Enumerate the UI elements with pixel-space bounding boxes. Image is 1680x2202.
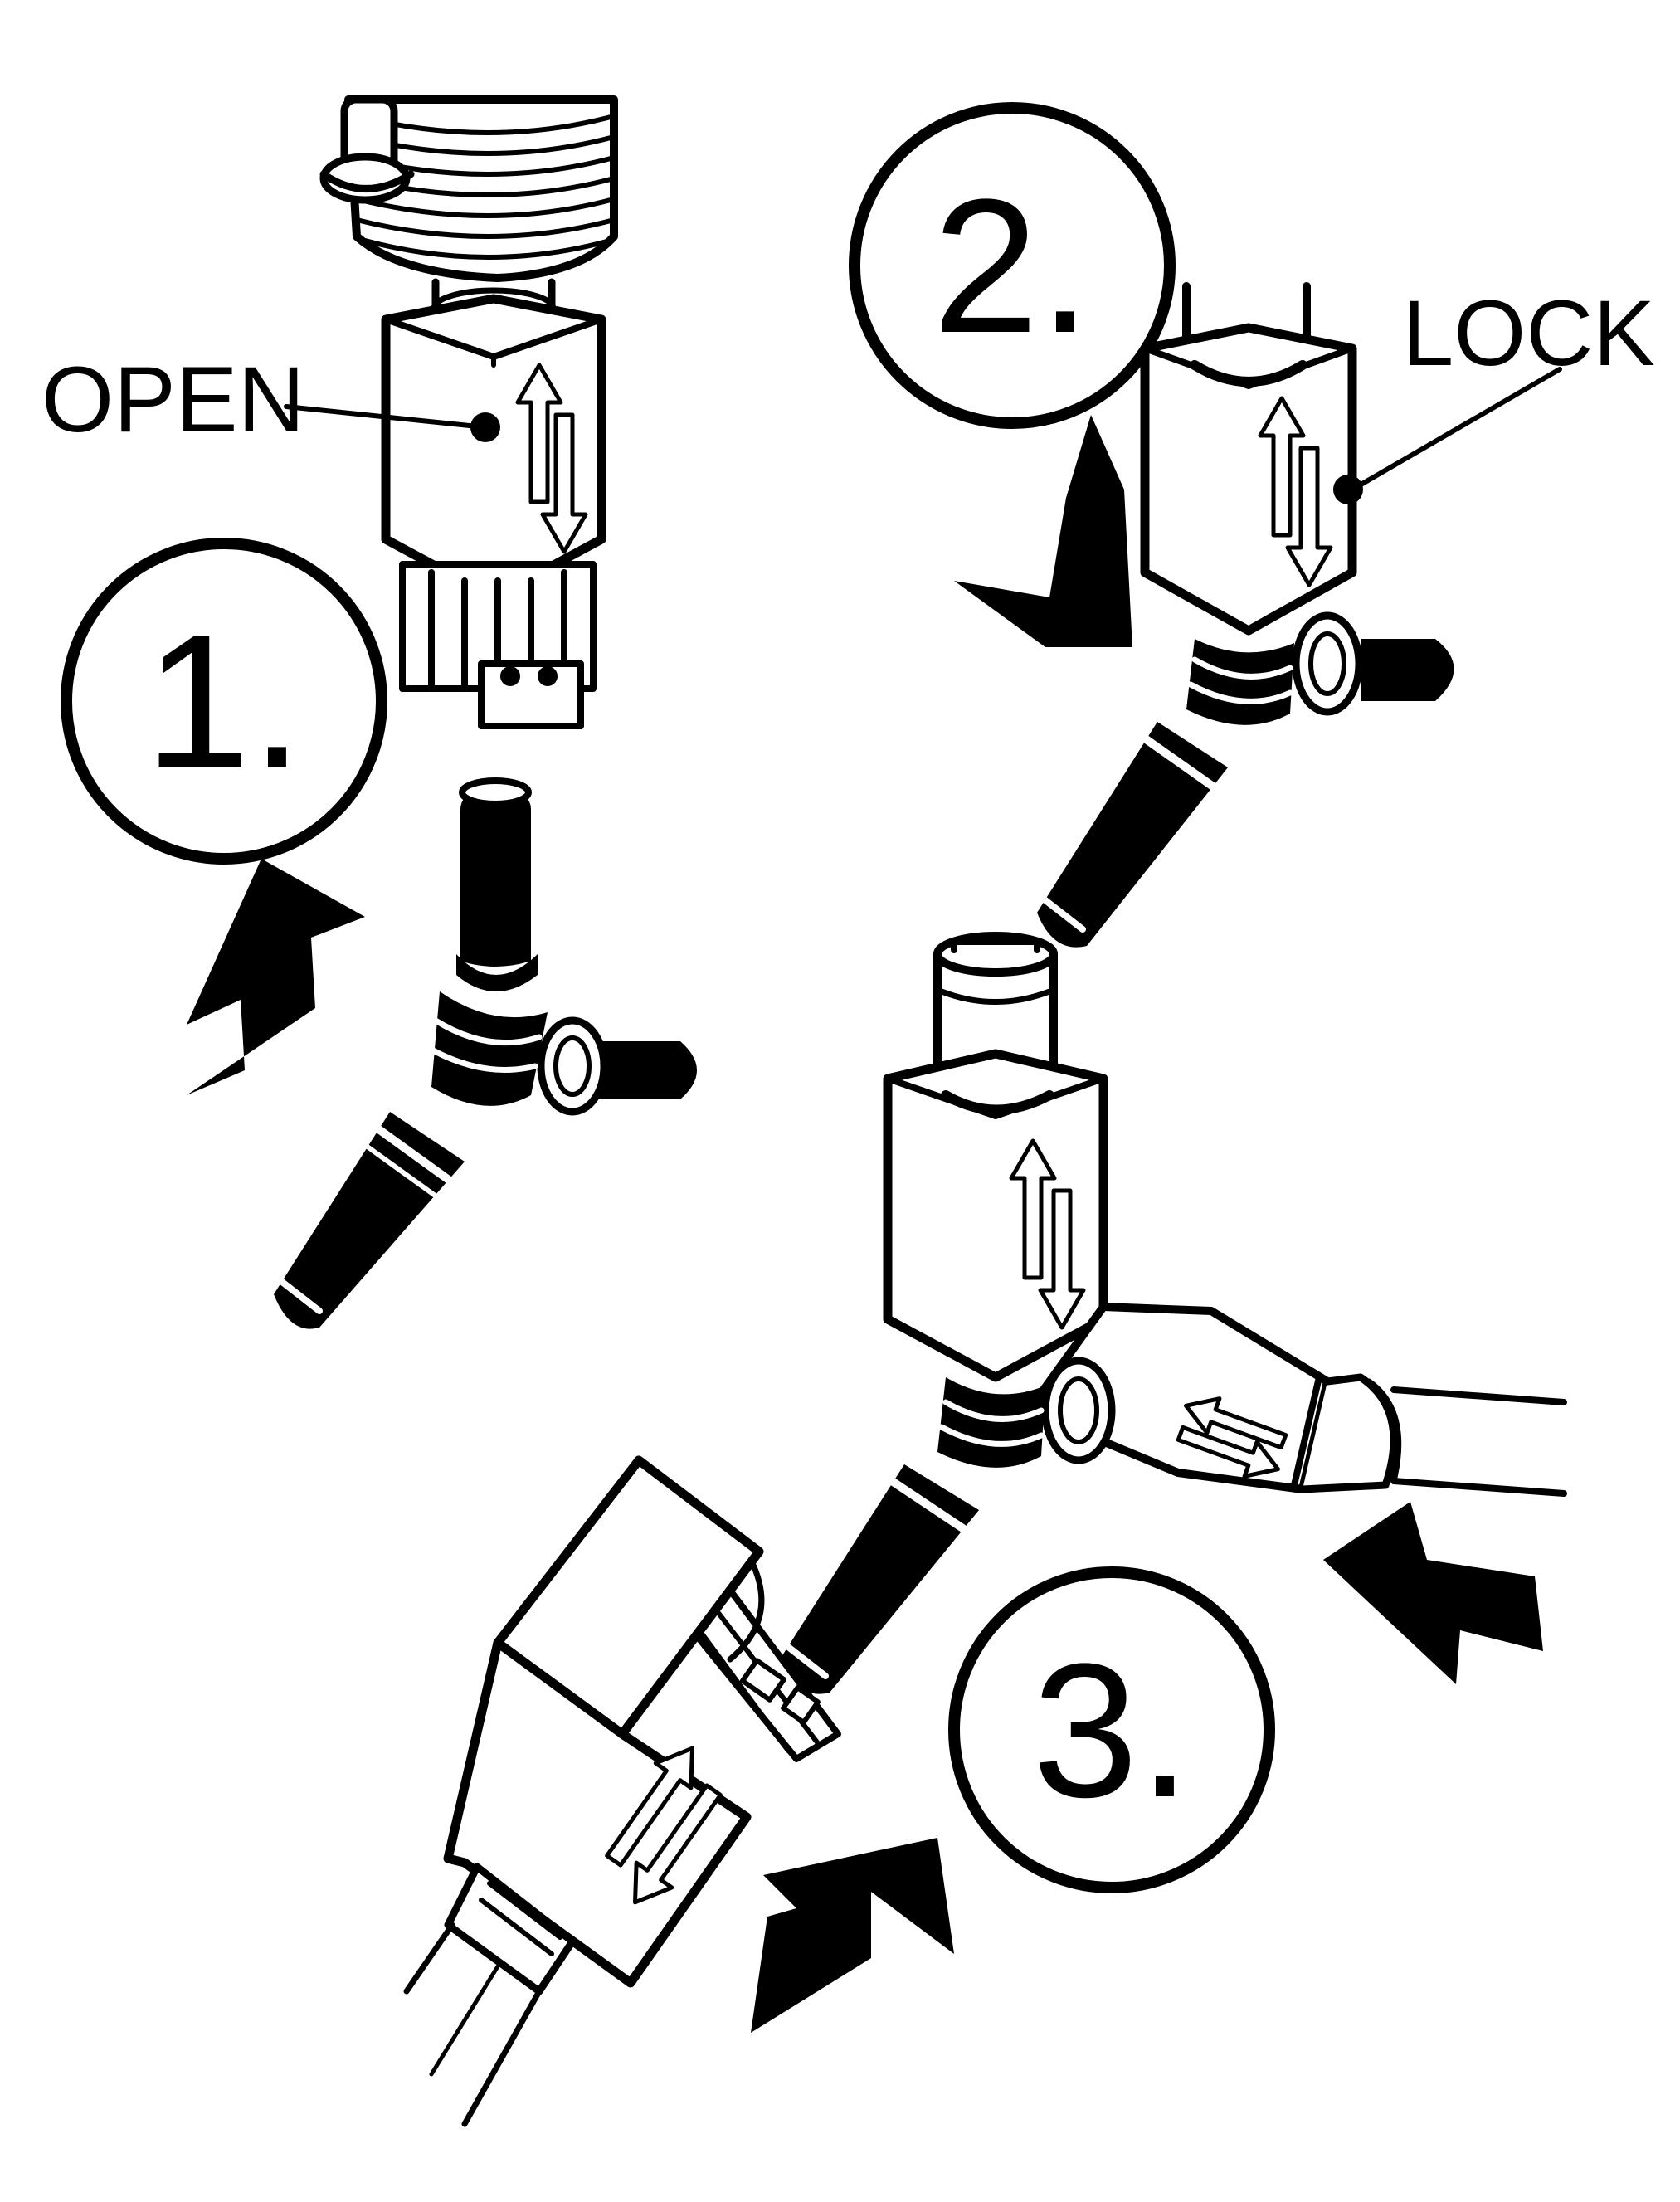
direction-arrow-icon (187, 859, 365, 1095)
t-fitting-3 (780, 1357, 1116, 1694)
bottom-plug (403, 1455, 841, 2127)
lock-leader-line (1350, 367, 1562, 492)
valve-pins-1 (399, 561, 597, 729)
valve-body-2 (1140, 282, 1357, 636)
bolt-head (319, 95, 415, 204)
step-2-panel: 2. LOCK (849, 102, 1655, 948)
spring-coil (344, 95, 618, 282)
t-fitting-1 (274, 777, 697, 1329)
lock-label: LOCK (1402, 281, 1655, 385)
step-number-3: 3. (1032, 1624, 1191, 1837)
t-fitting-2 (1037, 611, 1454, 948)
open-label: OPEN (41, 348, 304, 451)
valve-body-3 (883, 1049, 1108, 1382)
direction-arrow-icon (751, 1838, 954, 2033)
step-badge-1: 1. (61, 538, 387, 865)
direction-arrow-icon (954, 415, 1132, 647)
step-1-panel: OPEN 1. (41, 95, 697, 1329)
step-badge-3: 3. (948, 1566, 1275, 1893)
step-number-2: 2. (933, 159, 1092, 373)
step-number-1: 1. (144, 595, 304, 808)
valve-body-1 (381, 294, 606, 602)
left-right-arrow-icon (605, 1746, 694, 1868)
step-badge-2: 2. (849, 102, 1176, 429)
left-right-arrow-icon (1184, 1396, 1288, 1450)
direction-arrow-icon (1323, 1502, 1543, 1684)
step-3-panel: 3. (403, 932, 1567, 2127)
open-leader-line (284, 404, 488, 430)
